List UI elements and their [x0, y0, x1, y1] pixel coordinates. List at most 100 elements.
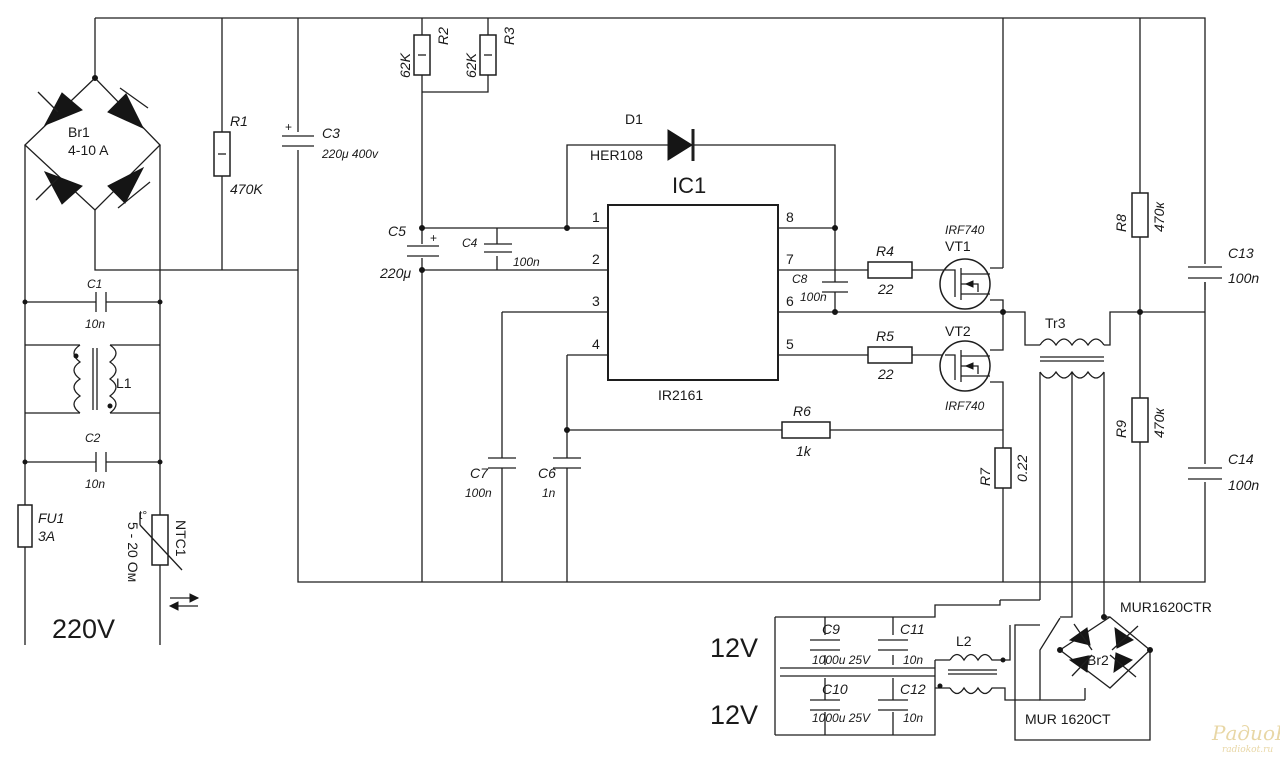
- r8-label: R8: [1113, 214, 1129, 232]
- r5-value: 22: [877, 366, 894, 382]
- vt2-part: IRF740: [945, 399, 985, 413]
- c13-label: C13: [1228, 245, 1254, 261]
- r9-value: 470к: [1151, 407, 1167, 438]
- output-bottom-voltage: 12V: [710, 700, 758, 730]
- c8-value: 100n: [800, 290, 827, 304]
- c1-value: 10n: [85, 317, 105, 331]
- resistor-r8: R8 470к: [1113, 192, 1167, 238]
- c10-value: 1000u 25V: [812, 711, 871, 725]
- capacitor-c10: C10 1000u 25V: [810, 681, 871, 725]
- r4-value: 22: [877, 281, 894, 297]
- ic1-pin-8: 8: [786, 209, 794, 225]
- c7-value: 100n: [465, 486, 492, 500]
- r6-value: 1k: [796, 443, 812, 459]
- resistor-r7: R7 0.22: [977, 447, 1030, 489]
- br2-label: Br2: [1087, 652, 1109, 668]
- capacitor-c1: C1 10n: [85, 277, 107, 331]
- ic1-label: IC1: [672, 173, 706, 198]
- r2-label: R2: [435, 27, 451, 45]
- vt1-part: IRF740: [945, 223, 985, 237]
- fu1-value: 3A: [38, 528, 55, 544]
- c14-label: C14: [1228, 451, 1254, 467]
- c4-value: 100n: [513, 255, 540, 269]
- capacitor-c7: C7 100n: [465, 457, 516, 500]
- inductor-l1: L1: [73, 344, 132, 414]
- resistor-r1: R1 470K: [213, 113, 263, 197]
- br1-rating: 4-10 A: [68, 142, 109, 158]
- ntc1-label: NTC1: [173, 520, 189, 557]
- svg-text:+: +: [430, 231, 437, 245]
- junction-dots: [22, 75, 1153, 653]
- c11-value: 10n: [903, 653, 923, 667]
- c9-value: 1000u 25V: [812, 653, 871, 667]
- diode-d1: D1 HER108: [590, 111, 695, 163]
- c10-label: C10: [822, 681, 848, 697]
- resistor-r2: R2 62K: [397, 27, 451, 78]
- c1-label: C1: [87, 277, 102, 291]
- svg-text:t°: t°: [139, 508, 147, 522]
- ic1-part: IR2161: [658, 387, 703, 403]
- transformer-tr3: Tr3: [1039, 315, 1105, 379]
- c3-value: 220μ 400v: [321, 147, 379, 161]
- r2-value: 62K: [397, 52, 413, 78]
- tr3-label: Tr3: [1045, 315, 1066, 331]
- c3-label: C3: [322, 125, 340, 141]
- capacitor-c11: C11 10n: [878, 621, 925, 667]
- d1-label: D1: [625, 111, 643, 127]
- c12-value: 10n: [903, 711, 923, 725]
- mosfet-vt1: IRF740 VT1: [939, 223, 991, 310]
- br2-bottom-part: MUR 1620CT: [1025, 711, 1111, 727]
- resistor-r5: R5 22: [867, 328, 913, 382]
- r3-label: R3: [501, 27, 517, 45]
- c11-label: C11: [900, 621, 925, 637]
- ntc1-value: 5 - 20 Ом: [125, 522, 141, 582]
- resistor-r4: R4 22: [867, 243, 913, 297]
- c5-label: C5: [388, 223, 406, 239]
- resistor-r9: R9 470к: [1113, 397, 1167, 443]
- c13-value: 100n: [1228, 270, 1259, 286]
- ic1-pin-2: 2: [592, 251, 600, 267]
- inductor-l2: L2: [937, 633, 1006, 695]
- c6-label: C6: [538, 465, 556, 481]
- watermark: РадиоКОТ radiokot.ru: [1211, 721, 1280, 755]
- c4-label: C4: [462, 236, 478, 250]
- c12-label: C12: [900, 681, 926, 697]
- ic1-ir2161: IC1 IR2161 1 2 3 4 5 6 7 8: [592, 173, 794, 403]
- bridge-br1: Br1 4-10 A: [24, 77, 161, 211]
- ic1-pin-7: 7: [786, 251, 794, 267]
- br1-label: Br1: [68, 124, 90, 140]
- capacitor-c6: C6 1n: [538, 457, 581, 500]
- svg-text:+: +: [285, 120, 292, 134]
- r7-value: 0.22: [1014, 455, 1030, 482]
- thermistor-ntc1: t° NTC1 5 - 20 Ом: [125, 508, 200, 611]
- capacitor-c5: + C5 220μ: [379, 223, 439, 281]
- r9-label: R9: [1113, 420, 1129, 438]
- fuse-fu1: FU1 3A: [17, 504, 64, 548]
- ic1-pin-1: 1: [592, 209, 600, 225]
- mosfet-vt2: VT2 IRF740: [939, 323, 991, 413]
- mains-voltage-label: 220V: [52, 614, 115, 644]
- capacitor-c4: C4 100n: [462, 228, 540, 270]
- vt1-label: VT1: [945, 238, 971, 254]
- bridge-br2: Br2 MUR1620CTR MUR 1620CT: [1025, 599, 1212, 727]
- capacitor-c14: C14 100n: [1188, 451, 1259, 493]
- r1-value: 470K: [230, 181, 263, 197]
- capacitor-c12: C12 10n: [878, 681, 926, 725]
- c8-label: C8: [792, 272, 808, 286]
- ic1-pin-5: 5: [786, 336, 794, 352]
- capacitor-c2: C2 10n: [85, 431, 107, 491]
- r3-value: 62K: [463, 52, 479, 78]
- resistor-r6: R6 1k: [781, 403, 831, 459]
- r4-label: R4: [876, 243, 894, 259]
- r1-label: R1: [230, 113, 248, 129]
- ic1-pin-3: 3: [592, 293, 600, 309]
- c2-value: 10n: [85, 477, 105, 491]
- l2-label: L2: [956, 633, 972, 649]
- r7-label: R7: [977, 467, 993, 486]
- capacitor-c13: C13 100n: [1188, 245, 1259, 286]
- br2-top-part: MUR1620CTR: [1120, 599, 1212, 615]
- capacitor-c9: C9 1000u 25V: [810, 621, 871, 667]
- r8-value: 470к: [1151, 201, 1167, 232]
- c2-label: C2: [85, 431, 101, 445]
- c7-label: C7: [470, 465, 489, 481]
